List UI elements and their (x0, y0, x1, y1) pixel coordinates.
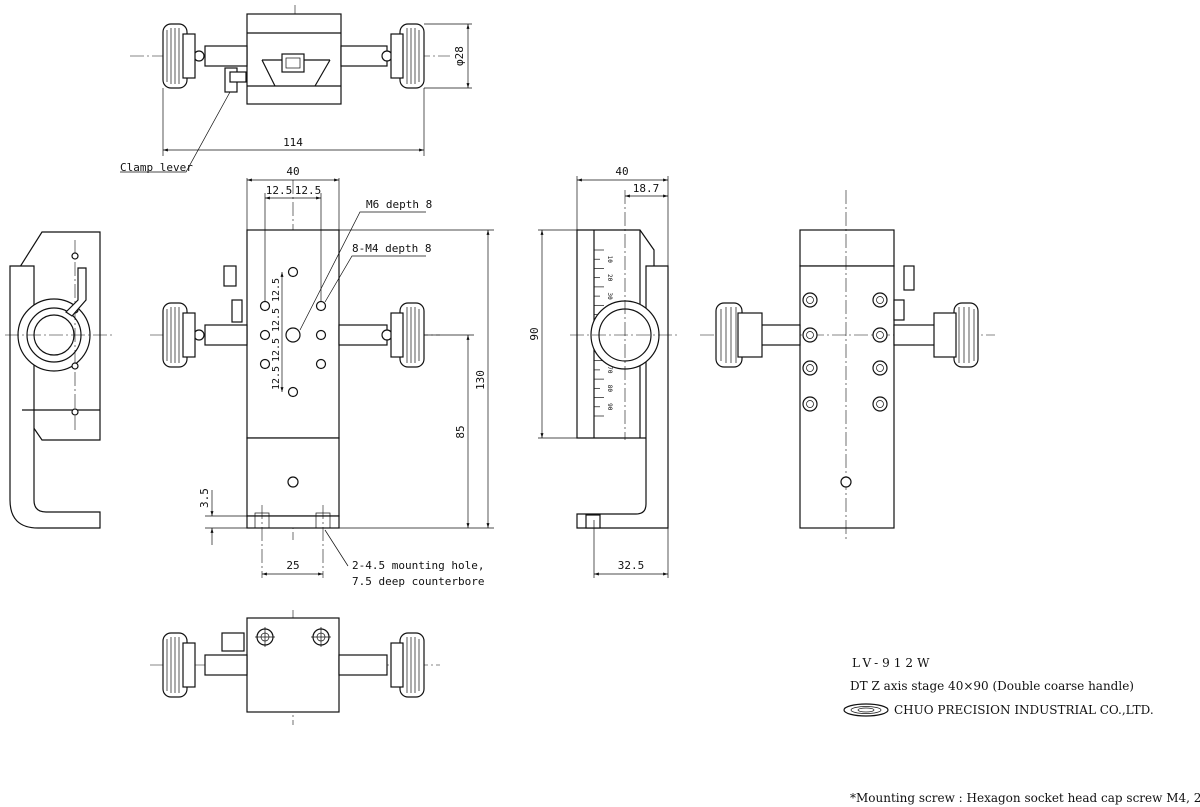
label-mount-1: 2-4.5 mounting hole, (352, 559, 484, 572)
dim-front-25: 25 (286, 559, 299, 572)
scale-label: 20 (606, 274, 613, 282)
front-view: 40 12.5 12.5 12.5 12.5 12.5 12.5 M6 dept… (150, 165, 494, 588)
dim-front-height: 130 (474, 370, 487, 390)
title-block: LV-912W DT Z axis stage 40×90 (Double co… (843, 656, 1200, 805)
label-m6: M6 depth 8 (366, 198, 432, 211)
title-note: *Mounting screw : Hexagon socket head ca… (850, 791, 1200, 805)
dim-side-width: 40 (615, 165, 628, 178)
dim-front-35: 3.5 (198, 488, 211, 508)
title-company: CHUO PRECISION INDUSTRIAL CO.,LTD. (894, 703, 1154, 717)
rear-view (700, 190, 995, 540)
side-view: 102030405060708090 40 18.7 90 32.5 (528, 165, 680, 578)
scale-label: 30 (606, 292, 613, 300)
dim-side-325: 32.5 (618, 559, 645, 572)
bottom-view (150, 610, 440, 725)
dim-front-85: 85 (454, 425, 467, 438)
title-desc: DT Z axis stage 40×90 (Double coarse han… (850, 679, 1134, 693)
scale-label: 10 (606, 256, 613, 264)
label-mount-2: 7.5 deep counterbore (352, 575, 484, 588)
dim-side-90: 90 (528, 327, 541, 340)
dim-front-v3: 12.5 (271, 338, 282, 362)
dim-front-half-left: 12.5 (266, 184, 293, 197)
dim-front-width: 40 (286, 165, 299, 178)
dim-front-v2: 12.5 (271, 308, 282, 332)
label-m4: 8-M4 depth 8 (352, 242, 431, 255)
company-logo-icon (843, 703, 889, 717)
scale-label: 80 (606, 385, 613, 393)
dim-side-187: 18.7 (633, 182, 660, 195)
dim-top-phi: φ28 (453, 46, 466, 66)
left-side-view (5, 231, 115, 529)
title-model: LV-912W (852, 656, 933, 670)
dim-front-v1: 12.5 (271, 278, 282, 302)
scale-label: 90 (606, 403, 613, 411)
dim-top-width: 114 (283, 136, 303, 149)
top-view: φ28 114 Clamp lever (120, 5, 472, 174)
dim-front-v4: 12.5 (271, 366, 282, 390)
label-clamp-lever: Clamp lever (120, 161, 193, 174)
dim-front-half-right: 12.5 (295, 184, 322, 197)
scale-label: 70 (606, 366, 613, 374)
